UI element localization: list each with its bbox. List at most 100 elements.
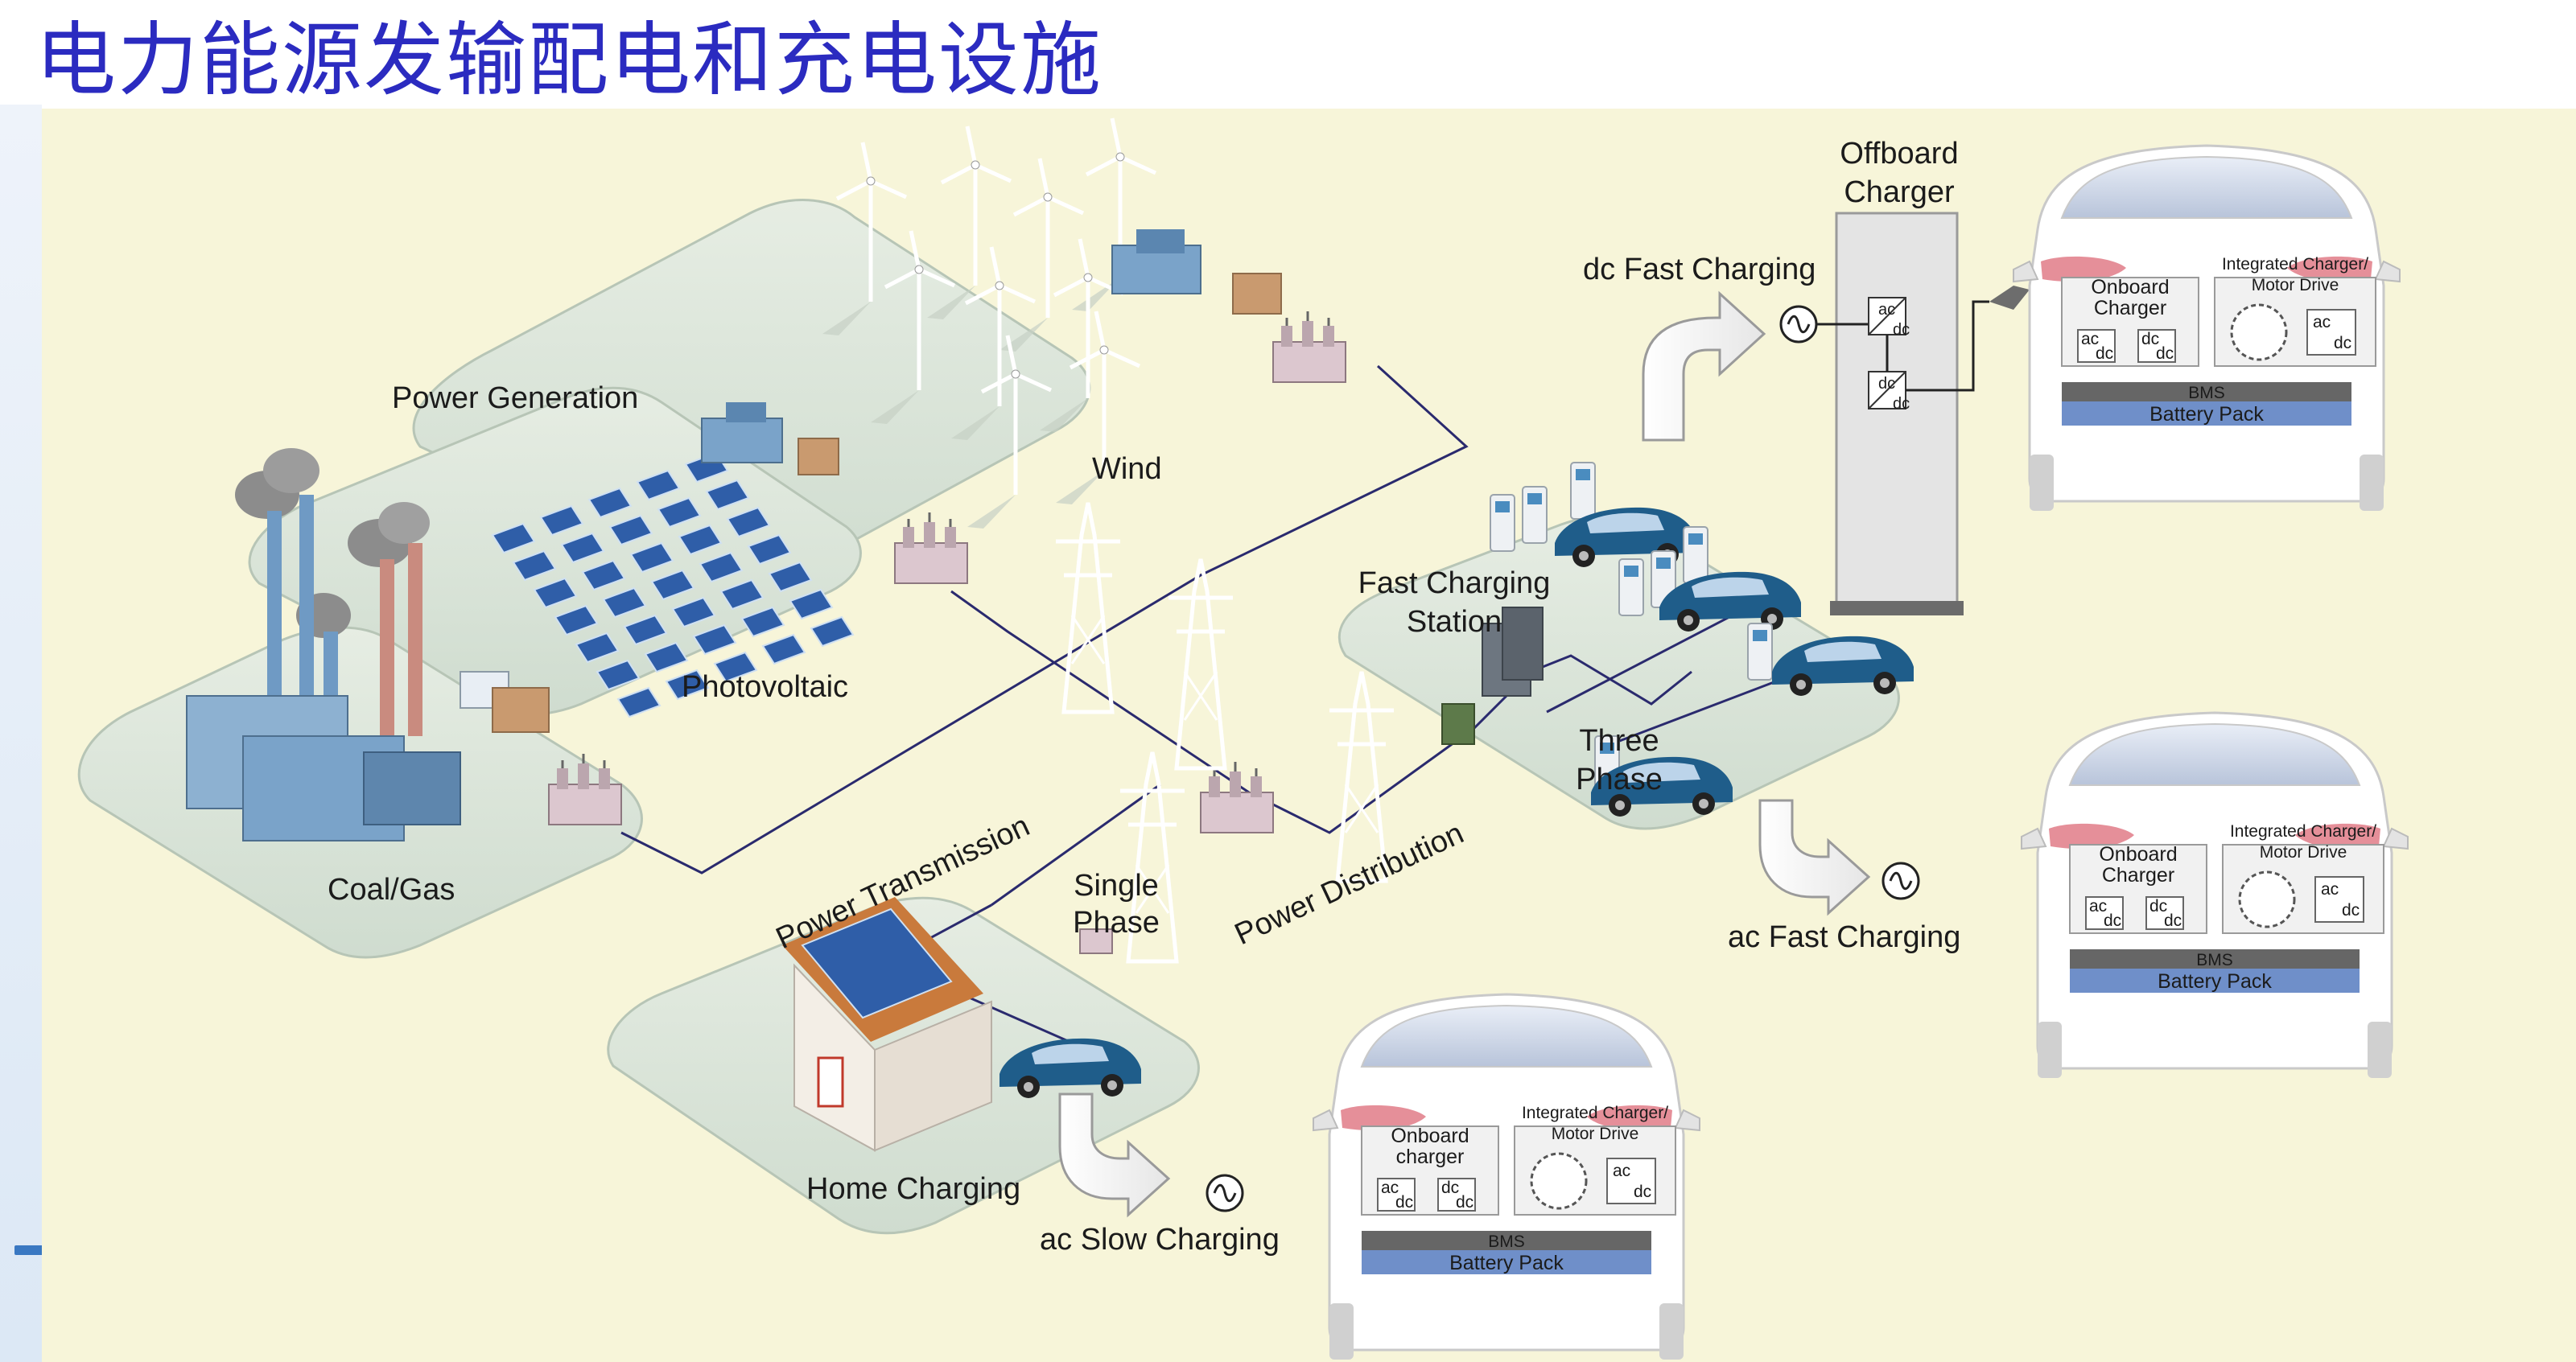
battery-pack <box>2062 401 2351 426</box>
motor-converter-label-bottom: dc <box>2334 334 2351 352</box>
pv-panel <box>810 616 854 647</box>
offboard-box2-top: dc <box>1878 375 1895 393</box>
motor-converter-label-top: ac <box>1613 1162 1630 1180</box>
three-phase-label-line1: Three <box>1579 724 1659 758</box>
three-phase-label-line2: Phase <box>1576 763 1663 796</box>
integrated-drive-label-line2: Motor Drive <box>2252 276 2339 294</box>
onboard-converter-box <box>2077 329 2116 363</box>
motor-converter-label-bottom: dc <box>2342 901 2360 920</box>
dc-fast-arrow <box>1642 290 1766 442</box>
converter-label-bottom: dc <box>2096 344 2113 363</box>
offboard-box2-bottom: dc <box>1893 395 1910 413</box>
power-distribution-label: Power Distribution <box>1230 817 1469 952</box>
bms-bar <box>1362 1231 1651 1250</box>
slide-accent-dash <box>14 1245 43 1255</box>
coal-gas-plant <box>186 448 550 841</box>
integrated-drive-label-line1: Integrated Charger/ <box>2230 822 2376 841</box>
onboard-charger-label-line2: Charger <box>2094 297 2166 319</box>
integrated-drive-label-line1: Integrated Charger/ <box>1522 1104 1668 1122</box>
onboard-charger-label-line1: Onboard <box>2091 276 2169 298</box>
single-phase-label-line1: Single <box>1074 869 1159 903</box>
converter-label-top: ac <box>1381 1179 1399 1197</box>
onboard-converter-box <box>2137 329 2176 363</box>
motor-converter-label-bottom: dc <box>1634 1183 1651 1201</box>
bms-bar <box>2070 949 2360 969</box>
offboard-box1-bottom: dc <box>1893 321 1910 339</box>
motor-icon <box>1530 1152 1588 1210</box>
offboard-title-line2: Charger <box>1844 175 1955 209</box>
fast-charging-station <box>1441 462 1914 817</box>
battery-pack-label: Battery Pack <box>2149 403 2264 426</box>
bms-label: BMS <box>2196 951 2233 969</box>
photovoltaic-label: Photovoltaic <box>682 670 848 704</box>
bms-label: BMS <box>2188 384 2225 402</box>
bms-label: BMS <box>1488 1232 1525 1251</box>
battery-pack <box>2070 969 2360 993</box>
converter-label-top: dc <box>1441 1179 1459 1197</box>
onboard-charger-label-line2: Charger <box>2102 864 2174 887</box>
ac-fast-label: ac Fast Charging <box>1728 920 1960 954</box>
motor-icon <box>2230 303 2288 361</box>
converter-label-top: dc <box>2149 897 2167 916</box>
motor-drive-converter-box <box>2314 876 2364 923</box>
motor-icon <box>2238 870 2296 928</box>
converter-label-bottom: dc <box>2156 344 2174 363</box>
ac-source-icon <box>1206 1174 1244 1212</box>
pv-panel <box>762 634 806 665</box>
onboard-converter-box <box>2145 896 2184 930</box>
home-charging-label: Home Charging <box>806 1172 1020 1206</box>
converter-label-top: dc <box>2141 330 2159 348</box>
converter-label-bottom: dc <box>2104 911 2121 930</box>
battery-pack <box>1362 1250 1651 1274</box>
ac-slow-label: ac Slow Charging <box>1040 1223 1280 1257</box>
integrated-drive-label-line1: Integrated Charger/ <box>2222 255 2368 274</box>
onboard-converter-box <box>1437 1178 1476 1212</box>
wind-label: Wind <box>1092 452 1162 486</box>
ac-slow-arrow <box>1058 1092 1171 1218</box>
motor-converter-label-top: ac <box>2313 313 2331 331</box>
integrated-drive-label-line2: Motor Drive <box>1552 1125 1639 1143</box>
distribution-substation <box>1199 760 1275 834</box>
bms-bar <box>2062 382 2351 401</box>
offboard-charger <box>1816 212 2030 615</box>
onboard-converter-box <box>2085 896 2124 930</box>
fast-station-label-line1: Fast Charging <box>1358 566 1551 600</box>
battery-pack-label: Battery Pack <box>1449 1252 1564 1274</box>
motor-converter-label-top: ac <box>2321 880 2339 899</box>
converter-label-bottom: dc <box>1456 1193 1473 1212</box>
fast-station-label-line2: Station <box>1407 605 1502 639</box>
page-title: 电力能源发输配电和充电设施 <box>35 13 1103 107</box>
wind-office-building <box>1111 229 1282 315</box>
converter-label-top: ac <box>2081 330 2099 348</box>
ac-fast-arrow <box>1758 799 1871 916</box>
offboard-box1-top: ac <box>1878 301 1895 319</box>
slide-accent-bar <box>0 105 42 1362</box>
single-phase-transformer <box>1079 928 1113 954</box>
ac-source-icon <box>1882 862 1920 900</box>
coal-gas-label: Coal/Gas <box>328 873 455 907</box>
pv-panel <box>617 687 661 718</box>
wind-substation <box>1272 310 1347 384</box>
pv-office-building <box>701 402 839 475</box>
home-with-solar <box>782 897 1141 1152</box>
single-phase-label-line2: Phase <box>1073 906 1160 940</box>
onboard-charger-label-line1: Onboard <box>2099 843 2177 866</box>
pv-substation <box>893 511 969 585</box>
converter-label-top: ac <box>2089 897 2107 916</box>
integrated-drive-label-line2: Motor Drive <box>2260 843 2347 862</box>
converter-label-bottom: dc <box>1395 1193 1413 1212</box>
onboard-converter-box <box>1377 1178 1416 1212</box>
motor-drive-converter-box <box>1606 1158 1656 1204</box>
offboard-title-line1: Offboard <box>1840 137 1958 171</box>
onboard-charger-label-line1: Onboard <box>1391 1125 1469 1147</box>
power-generation-label: Power Generation <box>392 381 638 415</box>
converter-label-bottom: dc <box>2164 911 2182 930</box>
ac-source-icon <box>1779 305 1818 344</box>
onboard-charger-label-line2: charger <box>1396 1146 1465 1168</box>
motor-drive-converter-box <box>2306 309 2356 356</box>
battery-pack-label: Battery Pack <box>2158 970 2272 993</box>
